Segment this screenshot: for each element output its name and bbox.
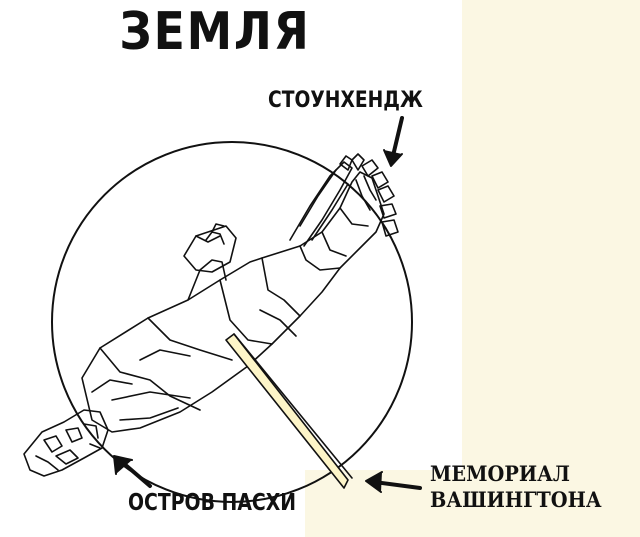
bottom-background-strip xyxy=(305,470,462,537)
stonehenge-arrow xyxy=(383,116,404,167)
earth-circle xyxy=(51,141,413,503)
stonehenge-label: СТОУНХЕНДЖ xyxy=(268,88,423,113)
easter-island-head xyxy=(23,409,109,477)
stonehenge-stones xyxy=(339,153,399,237)
washington-memorial-label: МЕМОРИАЛ ВАШИНГТОНА xyxy=(430,461,623,513)
memorial-arrow xyxy=(365,471,422,493)
memorial-label-line1: МЕМОРИАЛ xyxy=(430,461,570,486)
right-background-panel xyxy=(462,0,640,537)
memorial-label-line2: ВАШИНГТОНА xyxy=(430,487,602,512)
washington-memorial-obelisk xyxy=(225,333,353,489)
giant-figure xyxy=(81,161,385,433)
page-title: ЗЕМЛЯ xyxy=(119,2,311,62)
easter-island-label: ОСТРОВ ПАСХИ xyxy=(128,490,297,516)
easter-island-arrow xyxy=(113,455,152,488)
